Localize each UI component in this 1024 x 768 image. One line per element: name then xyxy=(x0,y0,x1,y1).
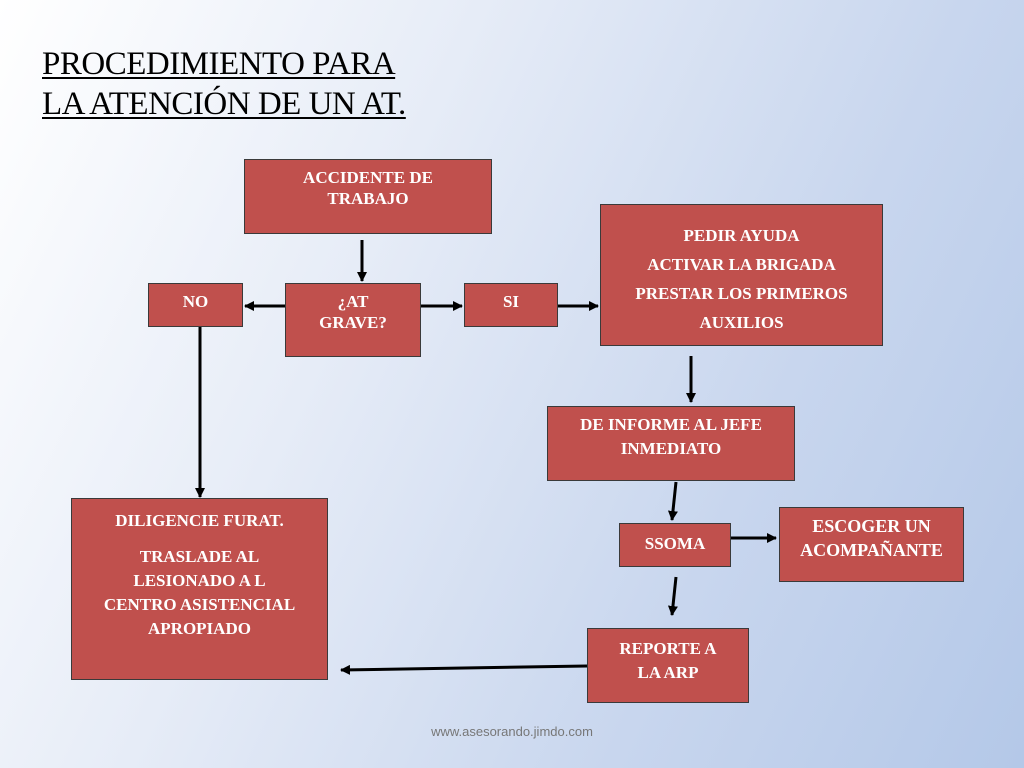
arrow-ssoma-to-reporte xyxy=(667,576,678,616)
node-text: DILIGENCIE FURAT. xyxy=(115,511,284,530)
node-text: TRASLADE AL xyxy=(139,547,260,566)
node-text: ACTIVAR LA BRIGADA xyxy=(647,255,836,274)
node-text: ACOMPAÑANTE xyxy=(800,540,943,560)
node-text: REPORTE A xyxy=(619,639,717,658)
node-informe-jefe: DE INFORME AL JEFE INMEDIATO xyxy=(547,406,795,481)
node-si: SI xyxy=(464,283,558,327)
node-pedir-ayuda: PEDIR AYUDA ACTIVAR LA BRIGADA PRESTAR L… xyxy=(600,204,883,346)
node-text: NO xyxy=(182,292,209,311)
node-text: PRESTAR LOS PRIMEROS xyxy=(635,284,848,303)
node-text: GRAVE? xyxy=(319,313,387,332)
title-line-2: LA ATENCIÓN DE UN AT. xyxy=(42,86,406,122)
node-text: TRABAJO xyxy=(327,189,409,208)
node-text: AUXILIOS xyxy=(699,313,784,332)
title-line-1: PROCEDIMIENTO PARA xyxy=(42,46,396,82)
node-ssoma: SSOMA xyxy=(619,523,731,567)
node-text: SSOMA xyxy=(644,534,706,553)
node-text: CENTRO ASISTENCIAL xyxy=(103,595,296,614)
node-text: SI xyxy=(502,292,520,311)
node-text: ¿AT xyxy=(337,292,369,311)
node-at-grave: ¿AT GRAVE? xyxy=(285,283,421,357)
node-text: LA ARP xyxy=(637,663,699,682)
node-text: ACCIDENTE DE xyxy=(303,168,433,187)
arrow-reporte-to-traslado xyxy=(340,664,588,675)
node-text: ESCOGER UN xyxy=(812,516,931,536)
node-text: DE INFORME AL JEFE xyxy=(580,415,762,434)
node-escoger-acompanante: ESCOGER UN ACOMPAÑANTE xyxy=(779,507,964,582)
node-reporte-arp: REPORTE A LA ARP xyxy=(587,628,749,703)
node-text: APROPIADO xyxy=(148,619,251,638)
node-text: INMEDIATO xyxy=(620,439,722,458)
page-title: PROCEDIMIENTO PARA LA ATENCIÓN DE UN AT. xyxy=(42,44,406,124)
arrow-informe-to-ssoma xyxy=(667,481,678,521)
footer-url: www.asesorando.jimdo.com xyxy=(431,724,593,739)
node-traslade-lesionado: DILIGENCIE FURAT. TRASLADE AL LESIONADO … xyxy=(71,498,328,680)
node-no: NO xyxy=(148,283,243,327)
node-accidente-de-trabajo: ACCIDENTE DE TRABAJO xyxy=(244,159,492,234)
node-text: LESIONADO A L xyxy=(133,571,266,590)
node-text: PEDIR AYUDA xyxy=(683,226,800,245)
